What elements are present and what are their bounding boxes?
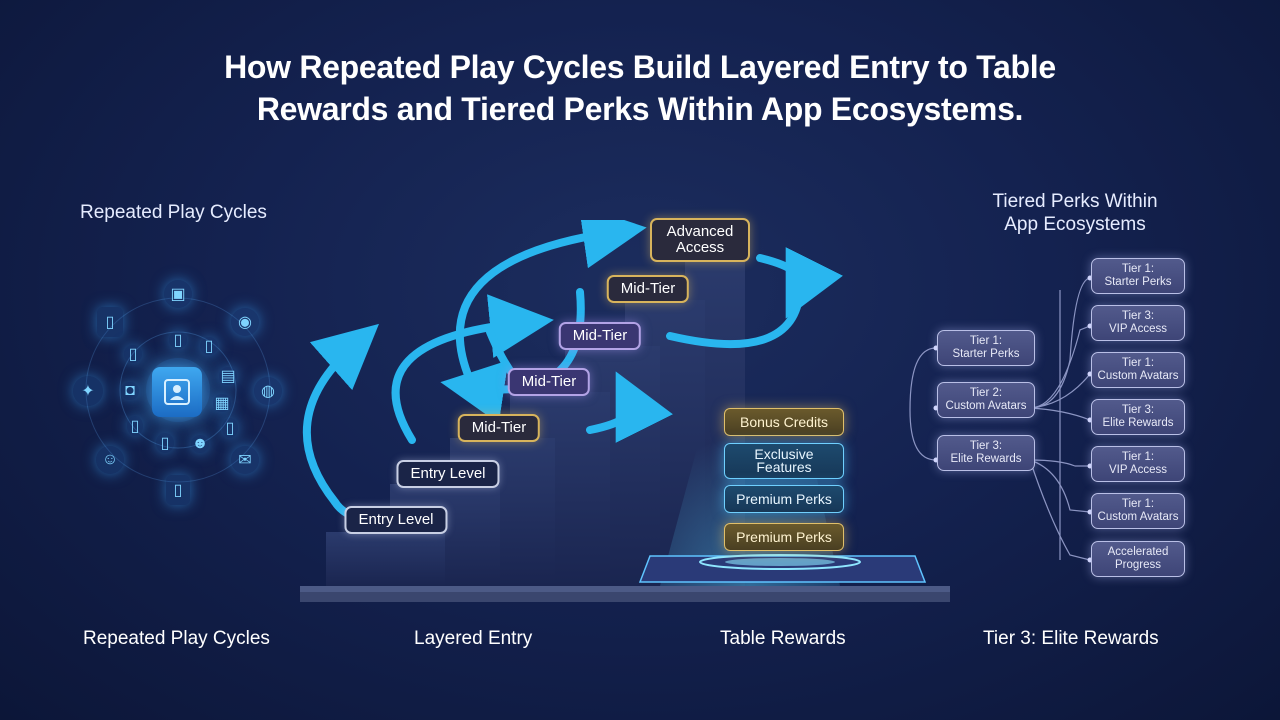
tier-node-right-3: Tier 1: Custom Avatars (1091, 352, 1185, 388)
device-icon: ▯ (200, 337, 218, 355)
reward-premium-perks-1: Premium Perks (724, 485, 844, 513)
mobile-2-icon: ▯ (156, 433, 174, 453)
user-icon (164, 379, 190, 405)
left-section-heading: Repeated Play Cycles (80, 202, 267, 223)
base-platform (300, 592, 950, 602)
small-phone-icon: ▯ (124, 345, 142, 363)
central-user-tablet-icon (152, 367, 202, 417)
tier-node-right-7: Accelerated Progress (1091, 541, 1185, 577)
tv-icon: ▣ (164, 280, 192, 308)
page-title: How Repeated Play Cycles Build Layered E… (0, 46, 1280, 130)
footer-table-rewards: Table Rewards (720, 628, 846, 649)
tier-node-right-5: Tier 1: VIP Access (1091, 446, 1185, 482)
footer-repeated-play-cycles: Repeated Play Cycles (83, 628, 270, 649)
search-icon: ◍ (254, 377, 282, 405)
step-label-mid-tier-4: Mid-Tier (606, 275, 690, 303)
tiers-heading: Tiered Perks Within App Ecosystems (970, 190, 1180, 236)
tablet-icon: ▯ (166, 475, 190, 505)
tiers-heading-line-2: App Ecosystems (1004, 214, 1146, 235)
profile-icon: ☺ (96, 446, 124, 474)
handset-2-icon: ▯ (222, 418, 238, 438)
tier-node-right-1: Tier 1: Starter Perks (1091, 258, 1185, 294)
gamepad-icon: ◉ (231, 308, 259, 336)
tier-node-elite-rewards: Tier 3: Elite Rewards (937, 435, 1035, 471)
step-label-mid-tier-2: Mid-Tier (507, 368, 591, 396)
step-label-mid-tier-3: Mid-Tier (558, 322, 642, 350)
tier-node-right-2: Tier 3: VIP Access (1091, 305, 1185, 341)
step-label-advanced-access: Advanced Access (650, 218, 750, 262)
footer-layered-entry: Layered Entry (414, 628, 533, 649)
title-line-2: Rewards and Tiered Perks Within App Ecos… (256, 91, 1024, 127)
tier-node-starter-perks: Tier 1: Starter Perks (937, 330, 1035, 366)
reward-premium-perks-2: Premium Perks (724, 523, 844, 551)
tier-node-custom-avatars: Tier 2: Custom Avatars (937, 382, 1035, 418)
footer-tier-3-elite-rewards: Tier 3: Elite Rewards (983, 628, 1159, 649)
mail-icon: ✉ (231, 446, 259, 474)
tier-node-right-6: Tier 1: Custom Avatars (1091, 493, 1185, 529)
step-label-entry-level-1: Entry Level (344, 506, 448, 534)
chat-icon: ☻ (191, 435, 209, 453)
title-line-1: How Repeated Play Cycles Build Layered E… (224, 49, 1056, 85)
step-label-entry-level-2: Entry Level (396, 460, 500, 488)
handset-icon: ▯ (127, 416, 143, 436)
tiers-heading-line-1: Tiered Perks Within (992, 191, 1158, 212)
reward-bonus-credits: Bonus Credits (724, 408, 844, 436)
reward-exclusive-features: Exclusive Features (724, 443, 844, 479)
grid-icon: ▦ (213, 394, 231, 412)
mobile-icon: ▯ (169, 331, 187, 349)
camera-icon: ◘ (121, 382, 139, 400)
card-icon: ▤ (219, 367, 237, 385)
phone-icon: ▯ (97, 307, 123, 337)
tier-node-right-4: Tier 3: Elite Rewards (1091, 399, 1185, 435)
sparkle-icon: ✦ (73, 376, 103, 406)
step-label-mid-tier-1: Mid-Tier (457, 414, 541, 442)
